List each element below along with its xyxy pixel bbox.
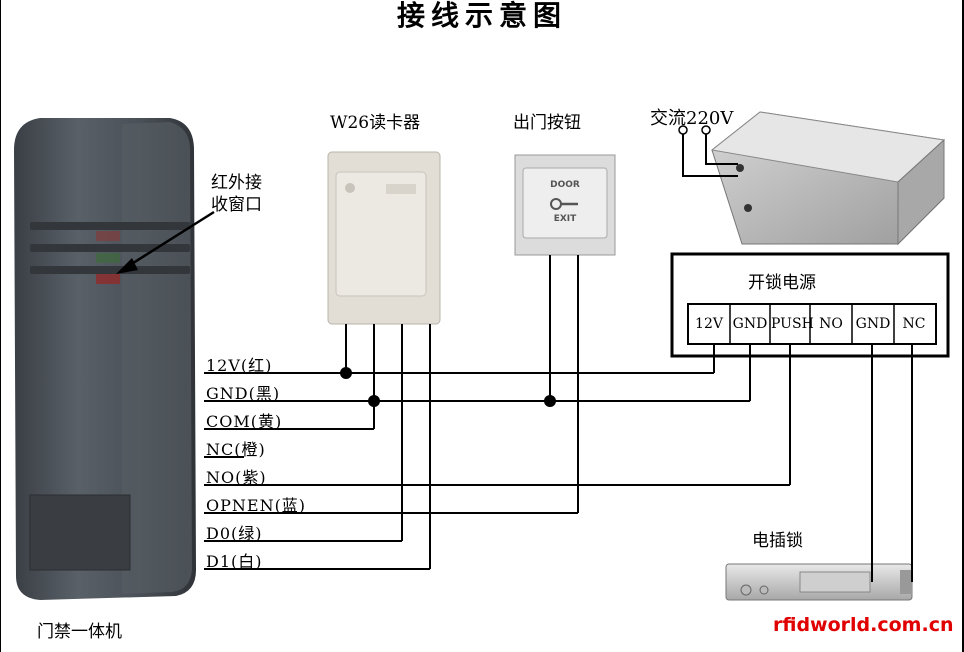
ir-window-label-line2: 收窗口 — [211, 195, 262, 215]
wire-label-com: COM(黄) — [206, 412, 283, 431]
ir-window-label-line1: 红外接 — [211, 173, 262, 193]
access-control-reader — [14, 118, 196, 600]
wire-label-open: OPNEN(蓝) — [206, 496, 307, 515]
terminal-push: PUSH — [771, 316, 814, 332]
w26-reader-label: W26读卡器 — [330, 113, 421, 133]
terminal-block — [687, 303, 937, 345]
junction-dot — [340, 367, 352, 379]
junction-dot — [544, 395, 556, 407]
lock-power-box — [670, 252, 950, 358]
w26-card-reader — [327, 151, 441, 325]
wire-label-gnd: GND(黑) — [206, 384, 281, 403]
wire-label-12v: 12V(红) — [206, 356, 273, 375]
terminal-no: NO — [819, 316, 843, 332]
ir-arrow-head — [116, 258, 138, 274]
electric-lock-label: 电插锁 — [752, 531, 803, 551]
electric-bolt-lock — [725, 563, 913, 601]
reader-caption: 门禁一体机 — [37, 622, 122, 642]
ac-wire-1 — [682, 134, 738, 177]
exit-text: EXIT — [553, 214, 577, 224]
exit-button-device — [514, 154, 616, 256]
wire-label-d0: D0(绿) — [206, 524, 263, 543]
watermark: rfidworld.com.cn — [773, 614, 954, 636]
junction-dot — [368, 395, 380, 407]
wire-lines — [204, 255, 913, 582]
wire-label-no: NO(紫) — [206, 468, 267, 487]
exit-button-label: 出门按钮 — [513, 113, 581, 133]
ac-220v-label: 交流220V — [650, 108, 734, 129]
power-supply-box — [710, 111, 946, 246]
terminal-nc: NC — [902, 316, 926, 332]
lock-power-title: 开锁电源 — [748, 273, 816, 293]
door-text: DOOR — [550, 180, 580, 190]
wire-label-nc: NC(橙) — [206, 440, 266, 459]
terminal-gnd-1: GND — [732, 316, 768, 332]
wire-label-d1: D1(白) — [206, 552, 263, 571]
terminal-gnd-2: GND — [855, 316, 891, 332]
diagram-title: 接线示意图 — [396, 0, 567, 32]
terminal-12v: 12V — [695, 316, 723, 332]
ac-wire-2 — [705, 134, 738, 165]
ir-pointer-arrow — [121, 210, 215, 272]
